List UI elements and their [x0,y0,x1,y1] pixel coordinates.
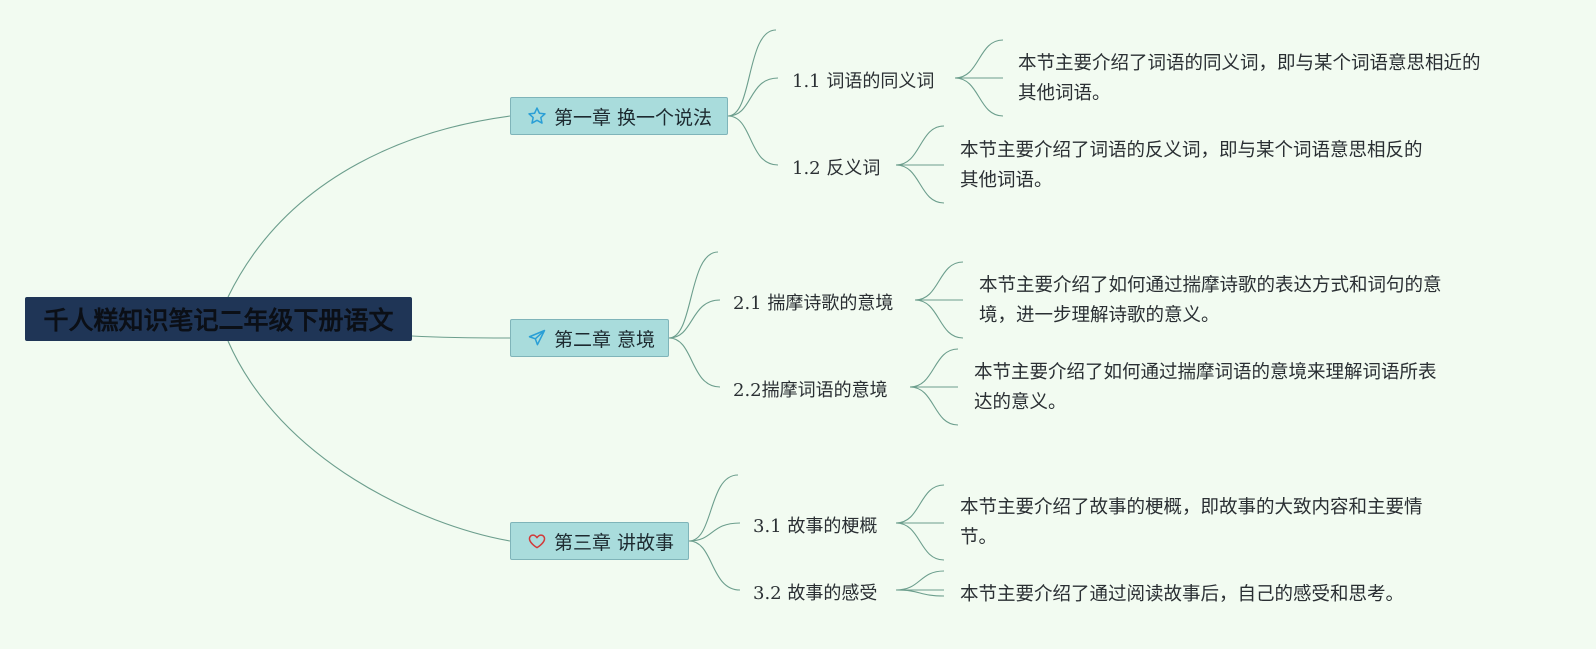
section-1-2[interactable]: 1.2 反义词 [792,158,881,179]
link-s32-top [895,570,945,591]
link-s12-top [895,125,945,166]
link-s22-bottom [909,386,959,426]
desc-2-1[interactable]: 本节主要介绍了如何通过揣摩诗歌的表达方式和词句的意 境，进一步理解诗歌的意义。 [979,275,1442,326]
link-s32-bottom [895,589,945,597]
section-2-1[interactable]: 2.1 揣摩诗歌的意境 [733,293,894,314]
desc-1-2[interactable]: 本节主要介绍了词语的反义词，即与某个词语意思相反的 其他词语。 [960,140,1423,191]
link-ch1-1 [727,77,779,117]
chapter-1-topic[interactable]: 第一章 换一个说法 [510,97,728,135]
link-s31-bottom [895,522,945,561]
link-s21-top [914,261,964,301]
link-ch1-2 [727,115,779,166]
section-2-2[interactable]: 2.2揣摩词语的意境 [733,380,888,401]
link-ch1-0 [727,29,777,117]
link-s11-bottom [954,77,1004,117]
link-ch3-1 [688,522,741,542]
section-1-1[interactable]: 1.1 词语的同义词 [792,71,935,92]
link-root-chapter-2 [411,335,511,339]
link-ch2-1 [668,299,721,339]
link-s22-top [909,348,959,388]
link-ch3-0 [688,474,739,542]
chapter-3-topic[interactable]: 第三章 讲故事 [510,522,689,560]
link-s21-bottom [914,299,964,339]
paper-plane-icon [527,328,547,348]
desc-1-1[interactable]: 本节主要介绍了词语的同义词，即与某个词语意思相近的 其他词语。 [1018,53,1481,104]
link-ch3-2 [688,540,741,591]
link-s12-bottom [895,164,945,204]
star-icon [527,106,547,126]
root-topic[interactable]: 千人糕知识笔记二年级下册语文 [25,297,412,341]
section-3-2[interactable]: 3.2 故事的感受 [753,583,878,604]
chapter-3-label: 第三章 讲故事 [554,531,675,554]
chapter-1-label: 第一章 换一个说法 [554,106,713,129]
chapter-2-label: 第二章 意境 [554,328,656,351]
link-root-chapter-1 [227,115,511,298]
desc-3-2[interactable]: 本节主要介绍了通过阅读故事后，自己的感受和思考。 [960,584,1405,605]
root-topic-label: 千人糕知识笔记二年级下册语文 [43,306,394,335]
heart-icon [527,531,547,551]
chapter-2-topic[interactable]: 第二章 意境 [510,319,669,357]
section-3-1[interactable]: 3.1 故事的梗概 [753,516,878,537]
link-s11-top [954,39,1004,79]
desc-3-1[interactable]: 本节主要介绍了故事的梗概，即故事的大致内容和主要情 节。 [960,497,1423,548]
desc-2-2[interactable]: 本节主要介绍了如何通过揣摩词语的意境来理解词语所表 达的意义。 [974,362,1437,413]
link-root-chapter-3 [227,340,511,542]
link-ch2-0 [668,251,719,339]
link-s31-top [895,484,945,524]
link-ch2-2 [668,337,721,388]
